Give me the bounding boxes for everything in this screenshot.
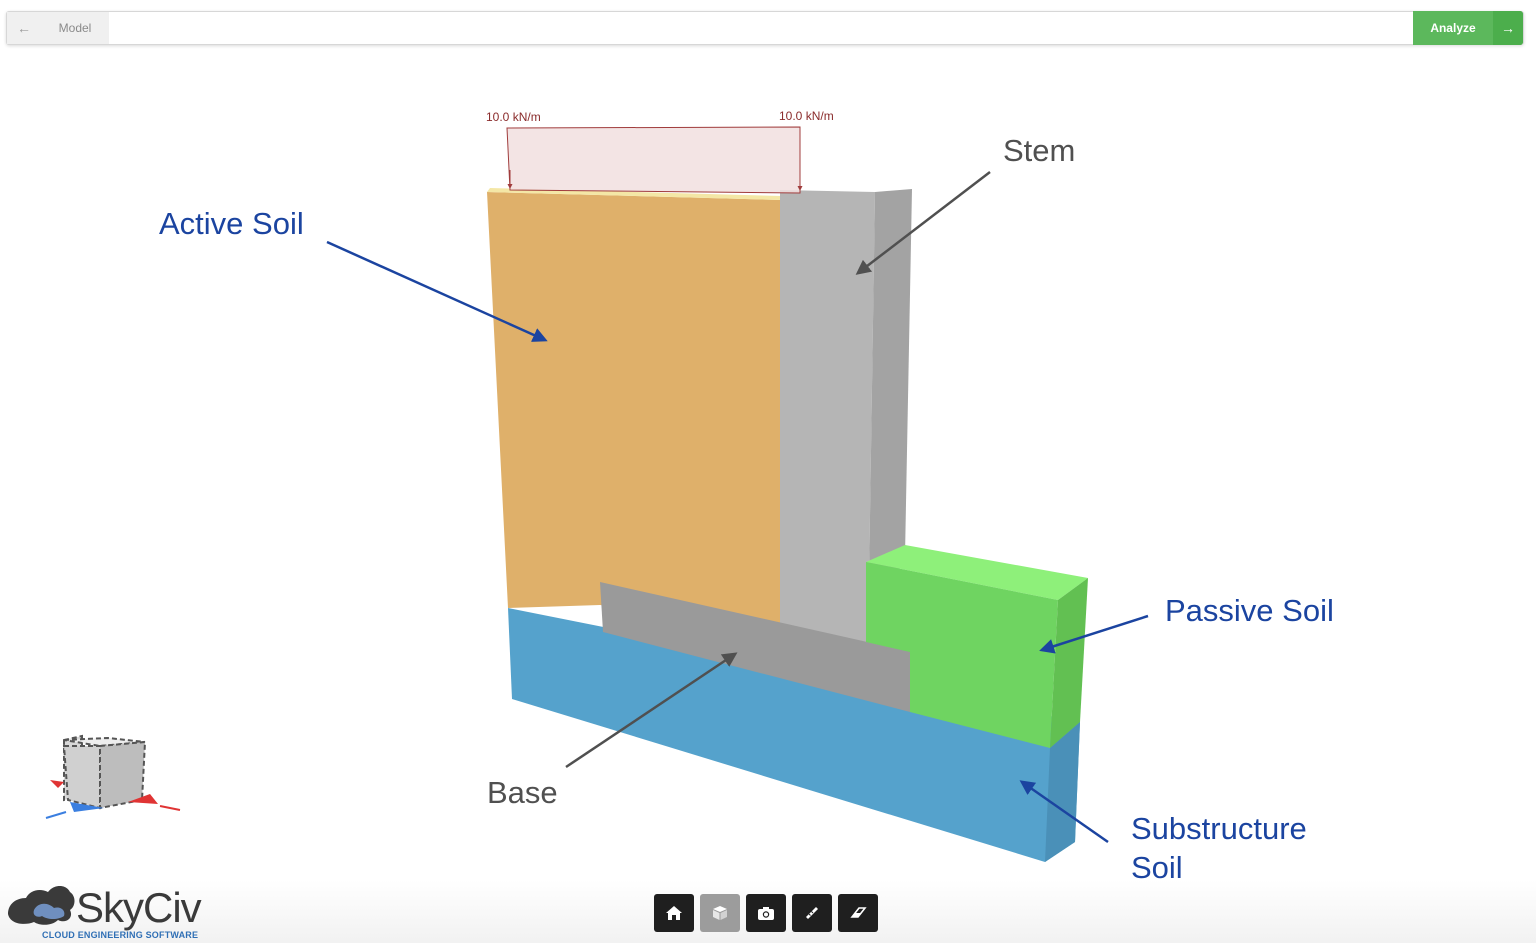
viewport-toolbar [654, 894, 878, 932]
home-view-button[interactable] [654, 894, 694, 932]
view-cube-icon[interactable] [45, 734, 181, 819]
base-arrow [565, 652, 738, 769]
arrow-right-icon: → [1493, 11, 1523, 45]
substructure-soil-arrow [1019, 780, 1109, 844]
brand-name: SkyCiv [76, 884, 202, 931]
passive-soil-arrow [1039, 614, 1149, 654]
arrow-left-icon: ← [17, 20, 31, 36]
eraser-icon [850, 907, 867, 918]
screenshot-button[interactable] [746, 894, 786, 932]
analyze-label: Analyze [1430, 21, 1476, 35]
camera-icon [758, 907, 774, 920]
top-navigation-bar: ← Model Analyze → [6, 11, 1524, 45]
cube-icon [713, 906, 727, 920]
breadcrumb-model[interactable]: Model [41, 12, 109, 44]
base-block[interactable] [600, 582, 912, 712]
ruler-icon [806, 907, 818, 919]
back-button[interactable]: ← [7, 12, 42, 44]
substructure-soil-callout: Substructure Soil [1131, 811, 1307, 885]
skyciv-logo: SkyCiv CLOUD ENGINEERING SOFTWARE [4, 880, 224, 942]
analyze-button[interactable]: Analyze → [1413, 11, 1523, 45]
active-soil-callout: Active Soil [159, 206, 304, 241]
passive-soil-callout: Passive Soil [1165, 593, 1334, 628]
active-soil-arrow [326, 240, 548, 342]
stem-block[interactable] [780, 189, 912, 645]
clear-button[interactable] [838, 894, 878, 932]
distributed-load[interactable] [506, 126, 803, 194]
stem-callout: Stem [1003, 133, 1076, 168]
substructure-soil-block[interactable] [508, 608, 1080, 862]
load-right-label: 10.0 kN/m [779, 109, 834, 123]
home-icon [666, 906, 682, 920]
passive-soil-block[interactable] [866, 545, 1088, 748]
measure-button[interactable] [792, 894, 832, 932]
3d-view-button[interactable] [700, 894, 740, 932]
stem-arrow [855, 171, 991, 275]
skyciv-logo-icon [8, 886, 75, 925]
load-left-label: 10.0 kN/m [486, 110, 541, 124]
brand-tagline: CLOUD ENGINEERING SOFTWARE [42, 930, 199, 940]
base-callout: Base [487, 775, 558, 810]
active-soil-block[interactable] [487, 192, 782, 625]
